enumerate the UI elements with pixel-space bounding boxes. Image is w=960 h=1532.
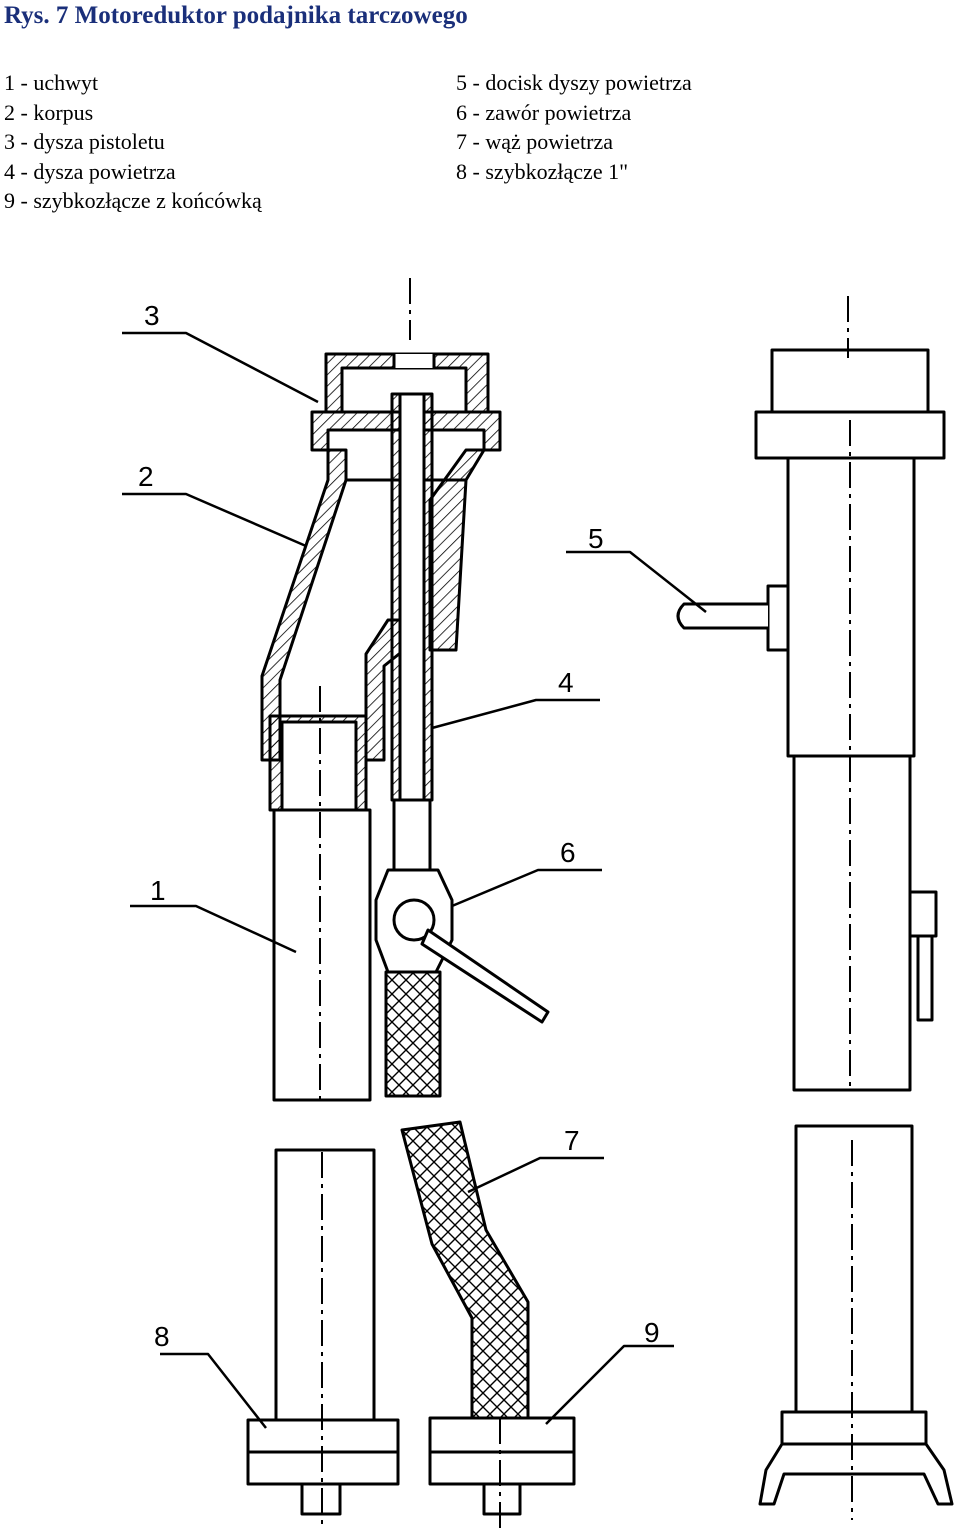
center-lines — [319, 278, 853, 1528]
quick-coupling-9 — [428, 1416, 576, 1516]
legend-item: 4 - dysza powietrza — [4, 158, 176, 184]
callout-2: 2 — [138, 461, 154, 492]
legend-column-2: 5 - docisk dyszy powietrza 6 - zawór pow… — [456, 68, 692, 186]
air-valve-part — [374, 868, 550, 1024]
handle-insert — [268, 714, 368, 812]
air-hose-part — [384, 970, 530, 1420]
side-view — [676, 348, 954, 1506]
legend-item: 5 - docisk dyszy powietrza — [456, 70, 692, 95]
callout-9: 9 — [644, 1317, 660, 1348]
callout-3: 3 — [144, 300, 160, 331]
callout-6: 6 — [560, 837, 576, 868]
callout-4: 4 — [558, 667, 574, 698]
callout-8: 8 — [154, 1321, 170, 1352]
body-part — [260, 448, 486, 762]
figure-title: Rys. 7 Motoreduktor podajnika tarczowego — [4, 2, 468, 29]
callout-1: 1 — [150, 875, 166, 906]
air-nozzle-part — [390, 392, 434, 872]
legend-item: 9 - szybkozłącze z końcówką — [4, 188, 262, 213]
callout-7: 7 — [564, 1125, 580, 1156]
legend-column-1: 1 - uchwyt 2 - korpus 3 - dysza pistolet… — [4, 68, 262, 216]
leader-lines — [122, 331, 707, 1429]
legend-item: 7 - wąż powietrza — [456, 129, 613, 154]
legend-item: 1 - uchwyt — [4, 70, 99, 95]
gun-nozzle-part — [310, 352, 502, 452]
nozzle-clamp — [676, 584, 790, 652]
legend-item: 2 - korpus — [4, 99, 94, 125]
legend-item: 6 - zawór powietrza — [456, 99, 632, 125]
legend-item: 8 - szybkozłącze 1" — [456, 158, 629, 184]
callout-labels: 3 2 5 4 1 6 7 8 9 — [138, 300, 660, 1352]
section-view — [246, 352, 576, 1516]
handle-part — [272, 808, 376, 1422]
legend-item: 3 - dysza pistoletu — [4, 129, 165, 154]
callout-5: 5 — [588, 523, 604, 554]
